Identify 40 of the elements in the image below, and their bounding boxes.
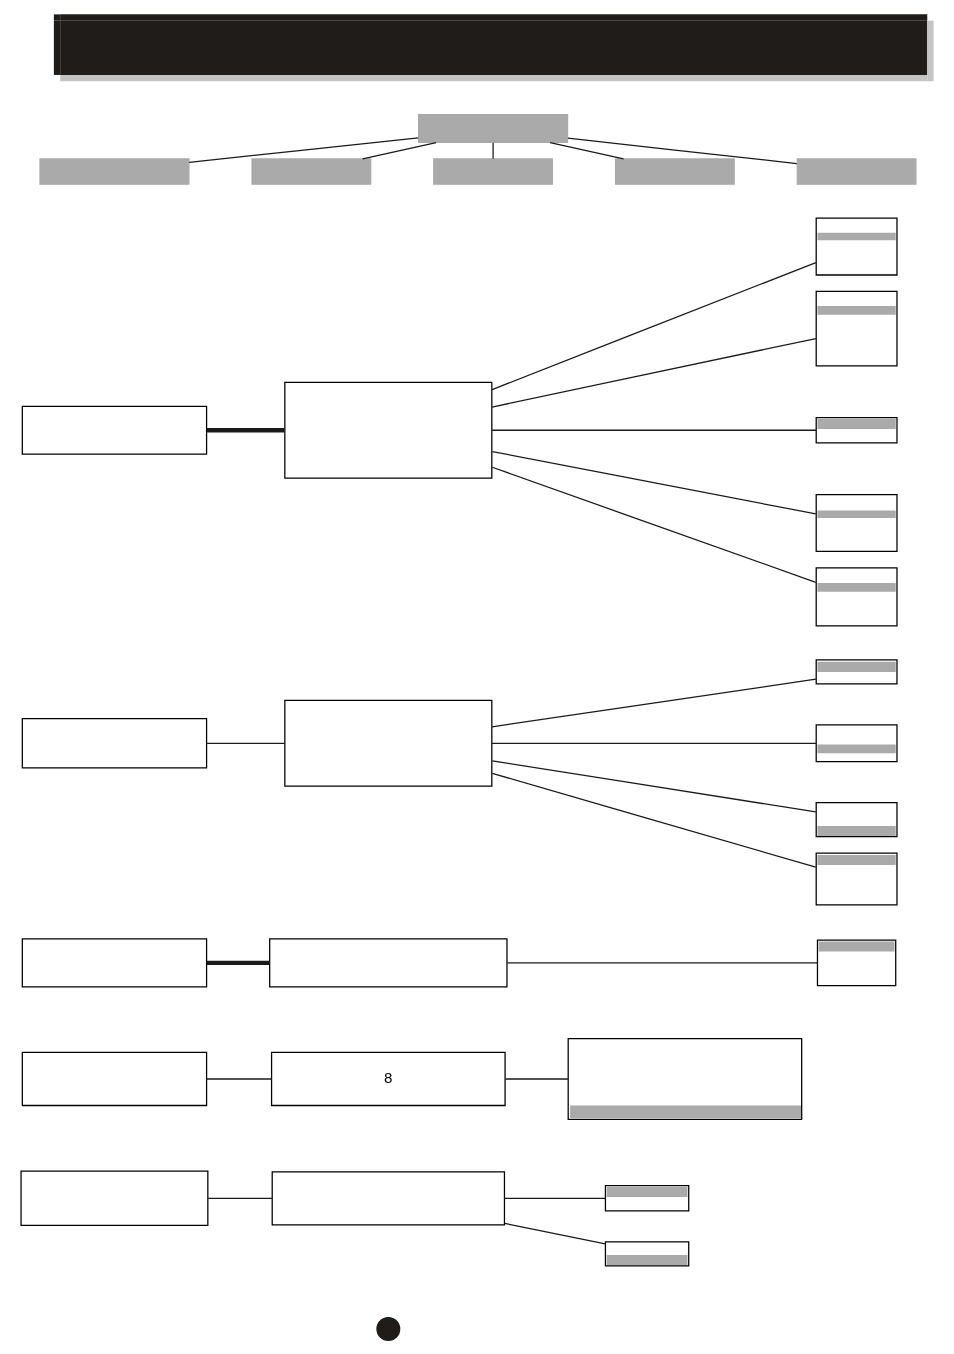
- node-box: [21, 405, 208, 455]
- connector: [361, 141, 437, 160]
- node-box: [284, 381, 493, 479]
- node-box: [21, 1051, 208, 1107]
- connector: [491, 450, 817, 515]
- connector: [491, 760, 817, 813]
- connector: [206, 1078, 273, 1080]
- connector: [503, 1197, 606, 1199]
- node-box: [284, 699, 493, 787]
- connector: [491, 429, 817, 431]
- node-box: [433, 158, 554, 185]
- node-box: [614, 158, 735, 185]
- node-box: [20, 1170, 209, 1227]
- node-circle: [376, 1316, 401, 1341]
- connector: [491, 678, 817, 728]
- node-box: [251, 158, 372, 185]
- node-box: [39, 158, 190, 185]
- connector: [549, 141, 625, 160]
- connector: [491, 337, 817, 408]
- connector: [207, 428, 285, 433]
- connector: [567, 137, 798, 165]
- node-box: 8: [270, 1051, 506, 1107]
- node-box: [269, 938, 508, 988]
- connector: [491, 466, 817, 583]
- connector: [207, 960, 270, 966]
- connector: [492, 142, 494, 160]
- connector: [506, 962, 818, 964]
- node-box: [21, 718, 208, 769]
- node-box: [418, 114, 569, 144]
- connector: [503, 1222, 606, 1245]
- node-box: [21, 938, 208, 988]
- node-box: [796, 158, 917, 185]
- connector: [188, 137, 419, 163]
- connector: [491, 772, 817, 868]
- connector: [491, 742, 817, 744]
- connector: [504, 1078, 569, 1080]
- node-box: [271, 1171, 506, 1226]
- connector: [206, 742, 286, 744]
- connector: [491, 261, 817, 391]
- connector: [207, 1197, 273, 1199]
